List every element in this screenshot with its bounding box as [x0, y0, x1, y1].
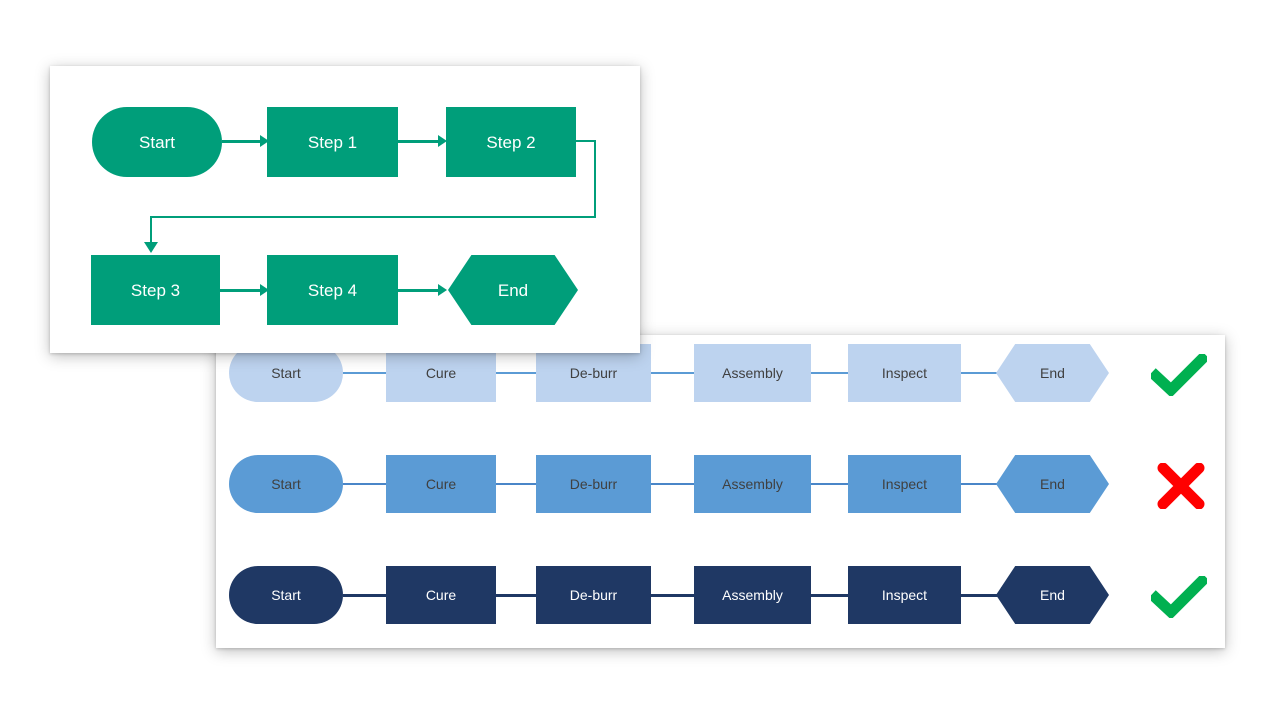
connector-arrowhead — [438, 135, 447, 147]
connector-arrowhead — [260, 284, 269, 296]
node-inspect: Inspect — [848, 344, 961, 402]
node-cure: Cure — [386, 566, 496, 624]
node-assembly: Assembly — [694, 455, 811, 513]
connector-line — [961, 594, 1001, 597]
node-label: End — [1040, 365, 1065, 381]
node-step2: Step 2 — [446, 107, 576, 177]
connector-line — [220, 289, 260, 292]
node-label: End — [1040, 476, 1065, 492]
cross-icon — [1156, 463, 1206, 509]
node-label: De-burr — [569, 365, 618, 381]
elbow-segment-drop — [150, 216, 152, 244]
node-label: Cure — [425, 476, 457, 492]
connector-line — [961, 372, 1001, 374]
connector-line — [222, 140, 260, 143]
elbow-segment-left — [150, 216, 596, 218]
connector-arrowhead — [260, 135, 269, 147]
elbow-segment-right — [576, 140, 596, 142]
node-deburr: De-burr — [536, 344, 651, 402]
table-row[interactable]: Start Cure De-burr Assembly Inspect — [216, 344, 1225, 416]
node-cure: Cure — [386, 344, 496, 402]
node-deburr: De-burr — [536, 566, 651, 624]
node-end: End — [996, 566, 1109, 624]
node-start: Start — [229, 455, 343, 513]
node-start: Start — [229, 344, 343, 402]
node-label: Start — [271, 476, 301, 492]
connector-line — [343, 372, 391, 374]
check-icon — [1151, 354, 1207, 396]
node-deburr: De-burr — [536, 455, 651, 513]
node-label: Step 4 — [307, 280, 358, 300]
connector-line — [651, 372, 695, 374]
connector-line — [343, 594, 391, 597]
node-label: Start — [271, 587, 301, 603]
node-label: De-burr — [569, 476, 618, 492]
node-cure: Cure — [386, 455, 496, 513]
node-end: End — [996, 455, 1109, 513]
connector-line — [811, 483, 849, 485]
green-flowchart-card: Start Step 1 Step 2 Step 3 Step 4 E — [50, 66, 640, 353]
node-label: Inspect — [881, 476, 928, 492]
node-label: Step 1 — [307, 132, 358, 152]
node-end: End — [996, 344, 1109, 402]
node-label: Step 3 — [130, 280, 181, 300]
connector-line — [496, 594, 536, 597]
node-label: End — [1040, 587, 1065, 603]
elbow-arrowhead — [144, 242, 158, 253]
node-start: Start — [92, 107, 222, 177]
node-end: End — [448, 255, 578, 325]
check-icon — [1151, 576, 1207, 618]
node-step3: Step 3 — [91, 255, 220, 325]
connector-line — [961, 483, 1001, 485]
node-start: Start — [229, 566, 343, 624]
connector-arrowhead — [438, 284, 447, 296]
connector-line — [496, 483, 536, 485]
connector-line — [651, 594, 695, 597]
node-label: Inspect — [881, 587, 928, 603]
node-step4: Step 4 — [267, 255, 398, 325]
node-assembly: Assembly — [694, 566, 811, 624]
connector-line — [496, 372, 536, 374]
node-label: De-burr — [569, 587, 618, 603]
node-inspect: Inspect — [848, 455, 961, 513]
node-inspect: Inspect — [848, 566, 961, 624]
node-label: Assembly — [722, 476, 783, 492]
connector-line — [398, 289, 438, 292]
node-label: Assembly — [722, 365, 783, 381]
connector-line — [811, 594, 849, 597]
node-label: Start — [271, 365, 301, 381]
node-label: Inspect — [881, 365, 928, 381]
elbow-segment-down — [594, 140, 596, 218]
table-row[interactable]: Start Cure De-burr Assembly Inspect — [216, 566, 1225, 638]
node-assembly: Assembly — [694, 344, 811, 402]
node-label: Cure — [425, 587, 457, 603]
node-label: Cure — [425, 365, 457, 381]
node-label: End — [497, 280, 529, 300]
table-row[interactable]: Start Cure De-burr Assembly Inspect — [216, 455, 1225, 527]
node-label: Start — [139, 132, 175, 152]
connector-line — [651, 483, 695, 485]
node-step1: Step 1 — [267, 107, 398, 177]
node-label: Assembly — [722, 587, 783, 603]
node-label: Step 2 — [486, 132, 536, 152]
connector-line — [811, 372, 849, 374]
blue-variants-card: Start Cure De-burr Assembly Inspect — [216, 335, 1225, 648]
connector-line — [398, 140, 438, 143]
connector-line — [343, 483, 391, 485]
